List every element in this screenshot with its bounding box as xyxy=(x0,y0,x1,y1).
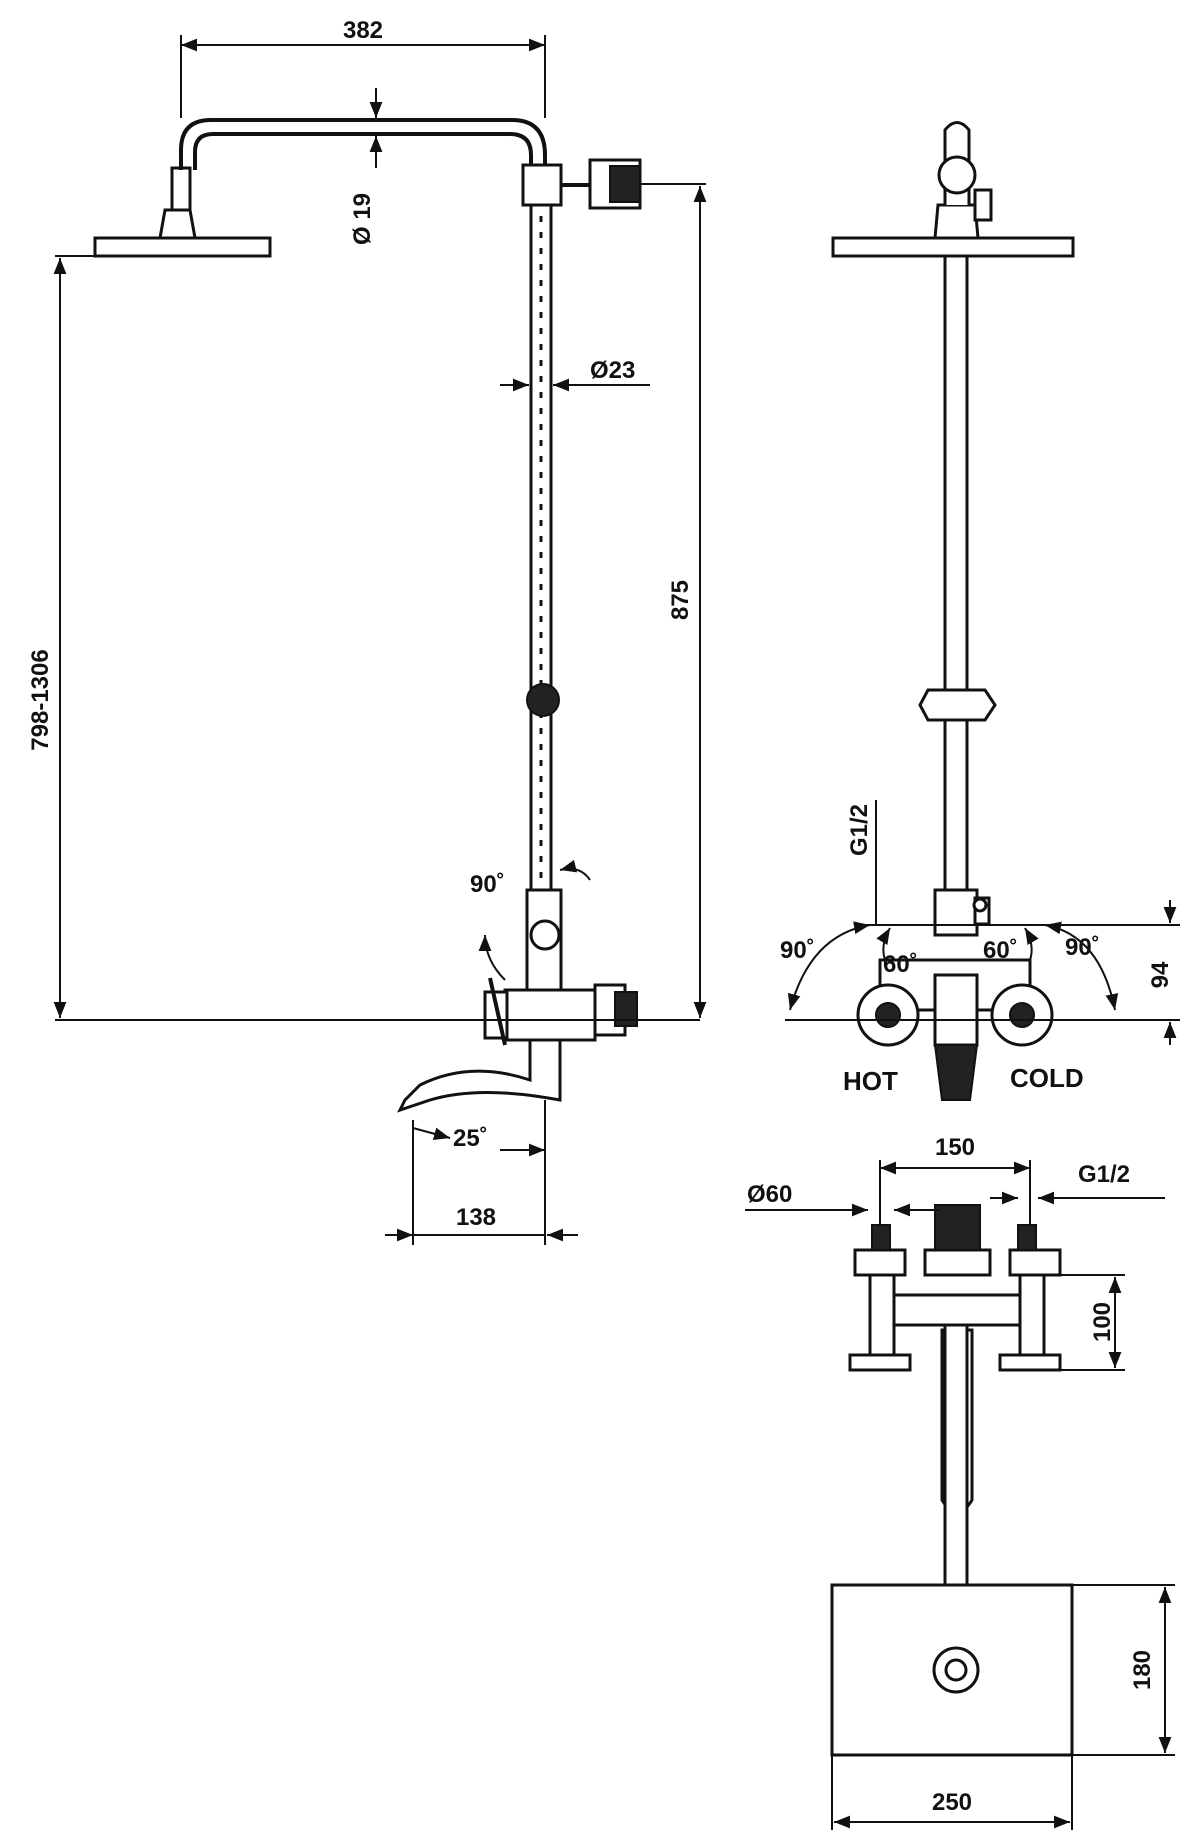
side-spout xyxy=(397,1038,562,1113)
front-mixer-height: 94 xyxy=(1147,961,1174,988)
side-diverter xyxy=(521,158,642,210)
dim-spout-angle: 25˚ xyxy=(453,1125,488,1152)
top-wall-plate xyxy=(830,1583,1074,1757)
front-hot-outer-angle: 90˚ xyxy=(780,937,815,964)
dim-mixer-angle: 90˚ xyxy=(470,871,505,898)
dim-pipe-height: 875 xyxy=(667,580,694,620)
dim-arm-diameter: Ø 19 xyxy=(349,193,376,245)
top-riser-pipe xyxy=(943,1323,969,1627)
front-mixer xyxy=(856,888,1054,1101)
dim-height-range: 798-1306 xyxy=(27,649,54,750)
top-view: 150 G1/2 Ø60 100 180 250 xyxy=(745,1134,1175,1830)
dim-spout-reach: 138 xyxy=(456,1204,496,1231)
front-riser-pipe xyxy=(943,254,969,898)
top-centers: 150 xyxy=(935,1134,975,1161)
top-base-depth: 180 xyxy=(1129,1650,1156,1690)
front-thread-label: G1/2 xyxy=(846,804,873,856)
hot-label: HOT xyxy=(843,1066,898,1096)
side-mixer xyxy=(397,888,638,1113)
front-cold-inner-angle: 60˚ xyxy=(983,937,1018,964)
top-thread-label: G1/2 xyxy=(1078,1161,1130,1188)
side-shower-head xyxy=(93,166,272,258)
top-handle-diameter: Ø60 xyxy=(747,1181,792,1208)
dim-pipe-diameter: Ø23 xyxy=(590,357,635,384)
side-shower-arm xyxy=(179,118,547,180)
top-body-height: 100 xyxy=(1089,1302,1116,1342)
side-riser-pipe xyxy=(526,178,560,892)
cold-label: COLD xyxy=(1010,1063,1084,1093)
front-view: G1/2 90˚ 60˚ 60˚ 90˚ 94 HOT COLD xyxy=(780,121,1180,1101)
front-shower-head xyxy=(831,121,1075,258)
dim-arm-length: 382 xyxy=(343,17,383,44)
front-hot-inner-angle: 60˚ xyxy=(883,951,918,978)
front-slider xyxy=(918,688,997,722)
front-cold-outer-angle: 90˚ xyxy=(1065,934,1100,961)
side-view: 382 Ø 19 Ø23 798-1306 875 90˚ 25˚ 138 xyxy=(27,17,707,1245)
top-base-width: 250 xyxy=(932,1789,972,1816)
